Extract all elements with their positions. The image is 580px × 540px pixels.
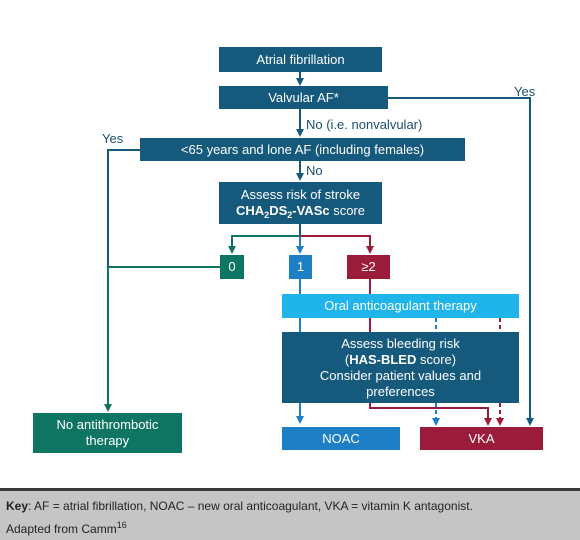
node-vka: VKA [420, 427, 543, 450]
arrow-valvular-yes-to-vka [388, 97, 534, 426]
node-noac: NOAC [282, 427, 400, 450]
node-oral-anticoagulant: Oral anticoagulant therapy [282, 294, 519, 318]
key-line: Key: AF = atrial fibrillation, NOAC – ne… [6, 499, 473, 513]
arrow-to-2plus [300, 235, 374, 254]
label-no-lone: No [306, 163, 323, 178]
node-no-antithrombotic: No antithrombotic therapy [33, 413, 182, 453]
cha2ds2-vasc-score: CHA2DS2-VASc score [236, 203, 365, 220]
adapted-from-line: Adapted from Camm16 [6, 520, 127, 536]
arrow-lone-yes [107, 149, 140, 267]
node-assess-bleeding: Assess bleeding risk (HAS-BLED score) Co… [282, 332, 519, 403]
node-score-0: 0 [220, 255, 244, 279]
arrow-bleed-to-vka [369, 403, 492, 426]
node-lone-af: <65 years and lone AF (including females… [140, 138, 465, 161]
node-score-1: 1 [289, 255, 312, 279]
flowchart-connectors [104, 72, 534, 426]
label-yes-valvular: Yes [514, 84, 536, 99]
label-yes-lone: Yes [102, 131, 124, 146]
node-valvular-af: Valvular AF* [219, 86, 388, 109]
label-no-nonvalvular: No (i.e. nonvalvular) [306, 117, 423, 132]
node-atrial-fibrillation: Atrial fibrillation [219, 47, 382, 72]
key-footer: Key: AF = atrial fibrillation, NOAC – ne… [0, 488, 580, 540]
has-bled-score: (HAS-BLED score) [344, 351, 457, 367]
node-assess-stroke: Assess risk of stroke CHA2DS2-VASc score [219, 182, 382, 224]
arrow-to-0 [228, 235, 300, 254]
node-score-2plus: ≥2 [347, 255, 390, 279]
